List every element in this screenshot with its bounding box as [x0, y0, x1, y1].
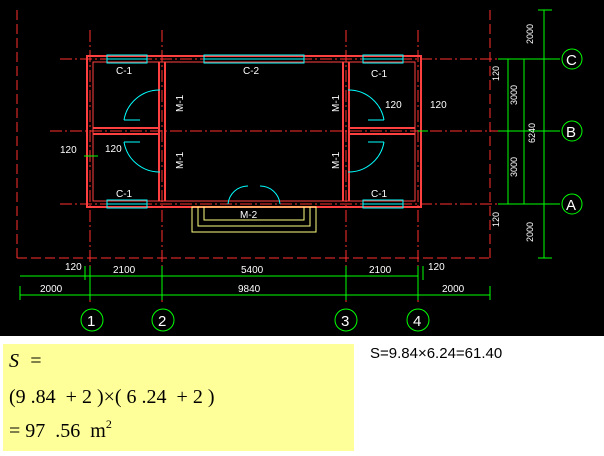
axis-label-a: A — [566, 197, 576, 214]
area-formula-box: S = (9 .84 + 2 )×( 6 .24 + 2 ) = 97 .56 … — [3, 344, 354, 451]
dim-right-2000: 2000 — [442, 284, 465, 295]
dim-left-2000: 2000 — [40, 284, 63, 295]
label-c1-bottom-left: C-1 — [116, 189, 133, 200]
axis-bubbles — [80, 48, 583, 332]
dim-lower-120: 120 — [491, 212, 501, 227]
axis-label-c: C — [566, 52, 577, 69]
formula-line-3: = 97 .56 m2 — [9, 417, 112, 443]
label-c1-top-left: C-1 — [116, 66, 133, 77]
label-left-120: 120 — [60, 145, 77, 156]
windows — [106, 54, 404, 209]
dimension-lines — [19, 9, 560, 300]
label-m1-right-bottom: M-1 — [331, 151, 342, 169]
label-m1-left-bottom: M-1 — [175, 151, 186, 169]
label-c2-top: C-2 — [243, 66, 260, 77]
cad-drawing: C-1 C-2 C-1 C-1 C-1 M-1 M-1 M-1 M-1 M-2 … — [0, 0, 604, 336]
axis-label-4: 4 — [413, 313, 421, 330]
label-m1-left-top: M-1 — [175, 94, 186, 112]
axis-label-b: B — [566, 124, 576, 141]
label-c1-bottom-right: C-1 — [371, 189, 388, 200]
label-bottom-left-120: 120 — [65, 262, 82, 273]
outer-boundary — [16, 10, 491, 259]
axis-label-2: 2 — [158, 313, 166, 330]
dim-bottom-2000: 2000 — [525, 222, 535, 242]
label-right-inner-120: 120 — [385, 100, 402, 111]
grid-lines — [50, 30, 555, 305]
dim-upper-3000: 3000 — [509, 85, 519, 105]
dim-mid-5400: 5400 — [241, 265, 264, 276]
dim-overall-9840: 9840 — [238, 284, 261, 295]
dim-right-2100: 2100 — [369, 265, 392, 276]
formula-line-2: (9 .84 + 2 )×( 6 .24 + 2 ) — [9, 386, 215, 408]
label-c1-top-right: C-1 — [371, 69, 388, 80]
label-m1-right-top: M-1 — [331, 94, 342, 112]
axis-label-1: 1 — [87, 313, 95, 330]
dim-lower-3000: 3000 — [509, 157, 519, 177]
axis-label-3: 3 — [341, 313, 349, 330]
label-m2: M-2 — [240, 210, 258, 221]
label-left-inner-120: 120 — [105, 144, 122, 155]
dim-overall-6240: 6240 — [527, 123, 537, 143]
formula-line-1: S = — [9, 350, 43, 372]
dim-top-2000: 2000 — [525, 24, 535, 44]
area-result-text: S=9.84×6.24=61.40 — [370, 345, 503, 362]
formula-line-3-exponent: 2 — [105, 417, 112, 431]
door-swings — [123, 89, 385, 205]
dim-upper-120: 120 — [491, 66, 501, 81]
formula-line-3-value: = 97 .56 m — [9, 420, 106, 442]
dim-left-2100: 2100 — [113, 265, 136, 276]
label-right-120: 120 — [430, 100, 447, 111]
entrance-steps — [191, 206, 317, 233]
label-bottom-right-120: 120 — [428, 262, 445, 273]
